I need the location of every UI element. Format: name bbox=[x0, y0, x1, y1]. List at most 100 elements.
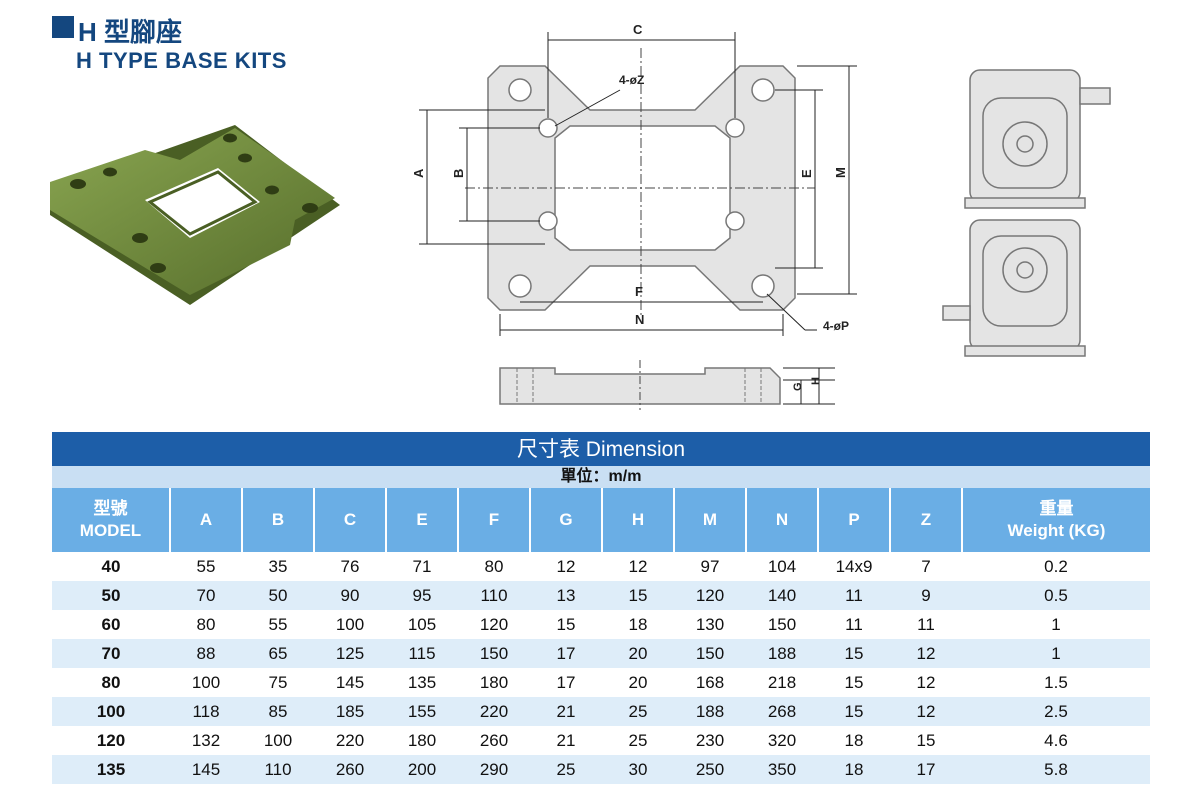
table-cell: 50 bbox=[242, 581, 314, 610]
table-cell: 12 bbox=[890, 697, 962, 726]
table-cell: 25 bbox=[602, 726, 674, 755]
table-cell: 12 bbox=[890, 668, 962, 697]
model-cell: 135 bbox=[52, 755, 170, 784]
table-cell: 260 bbox=[314, 755, 386, 784]
column-header-zh: 重量 bbox=[1039, 499, 1074, 518]
dim-label-g: G bbox=[792, 382, 804, 391]
table-cell: 15 bbox=[890, 726, 962, 755]
column-header-en: P bbox=[848, 510, 860, 529]
table-cell: 17 bbox=[530, 639, 602, 668]
table-cell: 220 bbox=[458, 697, 530, 726]
column-header-en: E bbox=[416, 510, 428, 529]
table-cell: 145 bbox=[170, 755, 242, 784]
table-cell: 220 bbox=[314, 726, 386, 755]
dim-label-n: N bbox=[635, 312, 644, 327]
table-cell: 12 bbox=[890, 639, 962, 668]
column-header: M bbox=[673, 488, 746, 552]
dim-label-z: 4-øZ bbox=[619, 73, 644, 87]
column-header-en: N bbox=[775, 510, 789, 529]
table-cell: 155 bbox=[386, 697, 458, 726]
title-zh: H 型腳座 bbox=[78, 17, 183, 47]
table-cell: 115 bbox=[386, 639, 458, 668]
table-cell: 168 bbox=[674, 668, 746, 697]
table-cell: 135 bbox=[386, 668, 458, 697]
table-cell: 110 bbox=[242, 755, 314, 784]
table-cell: 21 bbox=[530, 697, 602, 726]
table-cell: 95 bbox=[386, 581, 458, 610]
table-cell: 104 bbox=[746, 552, 818, 581]
table-cell: 1.5 bbox=[962, 668, 1150, 697]
table-cell: 15 bbox=[818, 668, 890, 697]
table-cell: 100 bbox=[242, 726, 314, 755]
model-cell: 100 bbox=[52, 697, 170, 726]
table-cell: 76 bbox=[314, 552, 386, 581]
table-cell: 132 bbox=[170, 726, 242, 755]
table-cell: 0.5 bbox=[962, 581, 1150, 610]
table-cell: 15 bbox=[818, 639, 890, 668]
table-cell: 230 bbox=[674, 726, 746, 755]
dim-label-h: H bbox=[810, 377, 822, 385]
table-cell: 75 bbox=[242, 668, 314, 697]
table-cell: 97 bbox=[674, 552, 746, 581]
table-cell: 188 bbox=[746, 639, 818, 668]
column-header-en: MODEL bbox=[79, 521, 142, 540]
table-cell: 14x9 bbox=[818, 552, 890, 581]
table-cell: 150 bbox=[746, 610, 818, 639]
column-header-en: Z bbox=[920, 510, 932, 529]
column-header: G bbox=[529, 488, 602, 552]
table-cell: 35 bbox=[242, 552, 314, 581]
column-header: N bbox=[745, 488, 818, 552]
table-cell: 9 bbox=[890, 581, 962, 610]
dim-label-p: 4-øP bbox=[823, 319, 849, 333]
top-view-drawing: C 4-øZ A B E M F N 4-øP bbox=[411, 22, 857, 336]
table-cell: 1 bbox=[962, 639, 1150, 668]
table-cell: 150 bbox=[458, 639, 530, 668]
table-cell: 70 bbox=[170, 581, 242, 610]
column-header-en: B bbox=[271, 510, 285, 529]
title-en: H TYPE BASE KITS bbox=[76, 48, 287, 73]
table-cell: 200 bbox=[386, 755, 458, 784]
table-cell: 7 bbox=[890, 552, 962, 581]
table-cell: 85 bbox=[242, 697, 314, 726]
table-cell: 0.2 bbox=[962, 552, 1150, 581]
table-cell: 145 bbox=[314, 668, 386, 697]
side-view-drawing: G H bbox=[499, 360, 835, 410]
table-cell: 20 bbox=[602, 668, 674, 697]
column-header: C bbox=[313, 488, 386, 552]
table-cell: 188 bbox=[674, 697, 746, 726]
model-cell: 50 bbox=[52, 581, 170, 610]
model-cell: 120 bbox=[52, 726, 170, 755]
mounting-views-drawing bbox=[942, 69, 1111, 357]
table-cell: 18 bbox=[818, 755, 890, 784]
column-header-en: H bbox=[631, 510, 645, 529]
table-cell: 25 bbox=[602, 697, 674, 726]
table-cell: 118 bbox=[170, 697, 242, 726]
table-cell: 140 bbox=[746, 581, 818, 610]
column-header: 重量 Weight (KG) bbox=[961, 488, 1150, 552]
table-cell: 13 bbox=[530, 581, 602, 610]
table-cell: 11 bbox=[890, 610, 962, 639]
table-cell: 30 bbox=[602, 755, 674, 784]
table-cell: 55 bbox=[242, 610, 314, 639]
column-header: F bbox=[457, 488, 530, 552]
dim-label-a: A bbox=[411, 168, 426, 178]
table-cell: 1 bbox=[962, 610, 1150, 639]
table-cell: 218 bbox=[746, 668, 818, 697]
table-cell: 17 bbox=[890, 755, 962, 784]
column-header-en: A bbox=[199, 510, 213, 529]
table-cell: 17 bbox=[530, 668, 602, 697]
table-cell: 90 bbox=[314, 581, 386, 610]
table-cell: 4.6 bbox=[962, 726, 1150, 755]
table-cell: 130 bbox=[674, 610, 746, 639]
column-header-en: Weight (KG) bbox=[1007, 521, 1106, 540]
table-cell: 11 bbox=[818, 581, 890, 610]
table-cell: 185 bbox=[314, 697, 386, 726]
